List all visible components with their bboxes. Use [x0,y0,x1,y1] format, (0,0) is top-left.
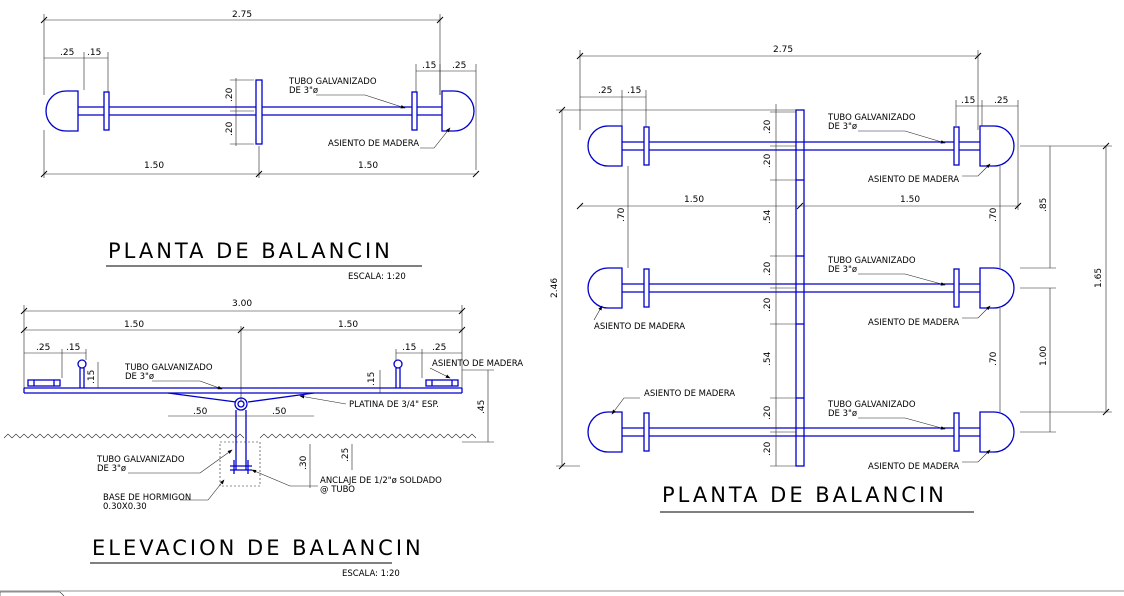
elev-dim-height: .45 [477,400,487,414]
plan-large-label-seat-4: ASIENTO DE MADERA [644,389,735,399]
plan-large-dim-right-seat: .25 [994,96,1008,106]
elevation-title: ELEVACION DE BALANCIN [92,536,424,560]
dim-right-gap: .15 [422,61,436,71]
plan-large-dim-post-2a: .20 [763,261,773,276]
plan-large: 2.75 .25 .15 .15 .25 [550,45,1112,513]
plan-large-dim-left-seat: .25 [598,86,612,96]
plan-large-dim-gap-right-2: .70 [989,351,999,366]
row2-right-seat [979,267,1015,309]
elev-label-tube-low-line2: DE 3"ø [97,464,126,474]
elev-right-seat [425,379,459,387]
plan-large-dim-post-2b: .20 [763,297,773,312]
dim-left-gap: .15 [87,48,101,58]
plan-large-title: PLANTA DE BALANCIN [662,483,947,507]
dim-right-seat: .25 [452,61,466,71]
plan-large-label-seat-2: ASIENTO DE MADERA [868,318,959,328]
elev-label-tube-line1: TUBO GALVANIZADO [124,363,213,373]
elev-dim-left-gap: .15 [66,343,80,353]
plan-large-dim-half-left: 1.50 [684,195,704,205]
elev-dim-half-right: 1.50 [338,320,358,330]
plan-large-dim-spacing-1: .54 [763,209,773,224]
plan-large-dim-right-165: 1.65 [1094,268,1104,288]
elev-dim-total: 3.00 [232,299,252,309]
elev-left-seat [27,379,61,387]
left-handle [103,91,110,131]
plan-large-dim-right-100: 1.00 [1039,346,1049,366]
label-tube-line1: TUBO GALVANIZADO [288,77,377,87]
elev-left-handle [77,359,87,369]
plan-large-label-seat-3: ASIENTO DE MADERA [594,322,685,332]
dim-left-seat: .25 [60,48,74,58]
plan-large-dim-left-gap: .15 [627,86,641,96]
elev-label-base-line1: BASE DE HORMIGON [103,493,191,503]
plan-large-label-seat-5: ASIENTO DE MADERA [868,462,959,472]
plan-large-center-beam [795,109,805,467]
row3-right-seat [979,411,1015,453]
elev-dim-right-gap: .15 [402,343,416,353]
elev-plate [167,392,315,403]
elev-dim-plate-right: .50 [272,407,287,417]
plan-large-label-tube-1-line1: TUBO GALVANIZADO [827,113,916,123]
elev-dim-base-depth: .30 [299,455,309,470]
plan-large-dim-half-right: 1.50 [900,195,920,205]
plan-large-label-tube-3-line1: TUBO GALVANIZADO [827,400,916,410]
plan-large-label-tube-2-line1: TUBO GALVANIZADO [827,256,916,266]
elevation: 3.00 1.50 1.50 .25 .15 .15 .25 [3,299,523,579]
plan-large-dim-spacing-2: .54 [763,351,773,366]
plan-large-dim-post-1b: .20 [763,153,773,168]
plan-small-title: PLANTA DE BALANCIN [108,239,393,263]
dim-half-left: 1.50 [144,161,164,171]
elev-label-plate: PLATINA DE 3/4" ESP. [349,400,439,410]
elev-dim-left-seat: .25 [36,343,50,353]
elev-label-base-line2: 0.30X0.30 [103,502,147,512]
plan-large-dim-gap-left: .70 [617,207,627,222]
elev-right-handle [393,359,403,369]
elev-label-seat: ASIENTO DE MADERA [432,359,523,369]
plan-large-dim-post-3a: .20 [763,405,773,420]
plan-large-label-tube-3-line2: DE 3"ø [828,409,857,419]
label-seat: ASIENTO DE MADERA [328,139,419,149]
elev-label-tube-line2: DE 3"ø [125,372,154,382]
row2-left-seat [587,267,623,309]
left-seat-shape [45,90,79,132]
elev-dim-handle-right: .15 [367,372,377,386]
plan-small: 2.75 .25 .15 .15 .25 .20 .20 [40,10,480,282]
dim-total: 2.75 [232,10,252,20]
elev-pivot [234,397,248,411]
row1-right-seat [979,125,1015,167]
dim-lower-post: .20 [225,121,235,136]
layout-tab [0,591,65,596]
plan-large-label-tube-2-line2: DE 3"ø [828,265,857,275]
plan-large-dim-post-3b: .20 [763,441,773,456]
plan-small-scale: ESCALA: 1:20 [348,272,406,282]
elevation-scale: ESCALA: 1:20 [342,569,400,579]
elev-label-anchor-line1: ANCLAJE DE 1/2"ø SOLDADO [320,476,442,486]
label-tube-line2: DE 3"ø [289,86,318,96]
plan-large-dim-total: 2.75 [773,45,793,55]
right-seat-shape [441,90,475,132]
elev-concrete-base [219,441,261,487]
right-handle [411,91,418,131]
plan-large-label-seat-1: ASIENTO DE MADERA [868,175,959,185]
dim-upper-post: .20 [225,87,235,102]
elev-dim-handle-left: .15 [87,370,97,384]
elev-label-anchor-line2: @ TUBO [320,485,355,495]
dim-half-right: 1.50 [358,161,378,171]
elev-dim-anchor: .25 [341,448,351,462]
plan-large-dim-post-1a: .20 [763,119,773,134]
row1-left-seat [587,125,623,167]
plan-large-dim-right-85: .85 [1039,198,1049,212]
elev-label-tube-low-line1: TUBO GALVANIZADO [96,455,185,465]
elev-dim-half-left: 1.50 [124,320,144,330]
center-post [255,79,263,145]
row3-left-seat [587,411,623,453]
plan-large-dim-overall-height: 2.46 [550,278,560,298]
plan-large-dim-gap-right-1: .70 [989,207,999,222]
elev-dim-right-seat: .25 [432,343,446,353]
ground-line [3,433,477,439]
elev-dim-plate-left: .50 [193,407,208,417]
plan-large-label-tube-1-line2: DE 3"ø [828,122,857,132]
plan-large-dim-right-gap: .15 [961,96,975,106]
